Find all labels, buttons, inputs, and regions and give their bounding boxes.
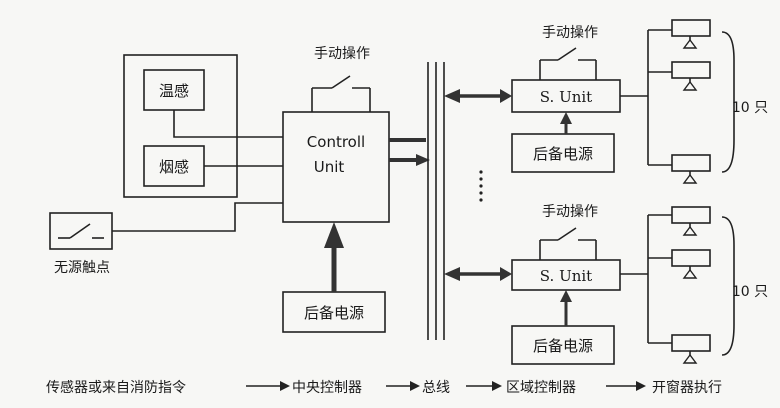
sunit-top-label: S. Unit (540, 88, 592, 106)
bus-sunit-top-arrow-left (444, 89, 460, 103)
count-top-label: 10 只 (732, 100, 768, 116)
controller-label-line1: Controll (307, 133, 365, 151)
manual-switch-main-blade (331, 75, 351, 89)
manual-op-main-label: 手动操作 (314, 46, 370, 62)
flow-step-central-controller: 中央控制器 (292, 380, 362, 396)
manual-switch-top-blade (557, 47, 577, 61)
manual-op-top-label: 手动操作 (542, 25, 598, 41)
flow-arrow-1-head (280, 381, 290, 391)
backup-power-top-box (511, 133, 615, 173)
controller-bus-arrow (416, 154, 430, 166)
sunit-bottom-label: S. Unit (540, 267, 592, 285)
bus-sunit-bottom-arrow-left (444, 267, 460, 281)
ellipsis-dot (479, 170, 483, 174)
actuator-bottom-brace (721, 216, 735, 356)
flow-step-sensor: 传感器或来自消防指令 (46, 379, 186, 396)
backup-power-top-arrow (560, 112, 572, 124)
passive-contact-switch-blade (69, 223, 91, 239)
sunit-bottom-box (511, 259, 621, 291)
ellipsis-dot (479, 191, 483, 195)
passive-contact-label: 无源触点 (54, 260, 110, 276)
backup-power-main-arrow (324, 222, 344, 248)
ellipsis-dot (479, 184, 483, 188)
temp-sensor-label: 温感 (159, 82, 189, 100)
window-actuator-icon (671, 61, 711, 91)
backup-power-main-box (282, 291, 386, 333)
manual-switch-bottom-blade (557, 227, 577, 241)
flow-step-window-opener: 开窗器执行 (652, 379, 722, 396)
backup-power-bottom-label: 后备电源 (533, 337, 593, 355)
backup-power-main-label: 后备电源 (304, 304, 364, 322)
backup-power-top-label: 后备电源 (533, 145, 593, 163)
flow-arrow-4-head (636, 381, 646, 391)
ellipsis-dot (479, 198, 483, 202)
flow-step-bus: 总线 (422, 380, 450, 396)
window-actuator-icon (671, 206, 711, 236)
backup-power-bottom-box (511, 325, 615, 365)
central-controller-box (282, 111, 390, 223)
bus-sunit-top-arrow-right (500, 89, 512, 103)
controller-label-line2: Unit (314, 158, 345, 176)
window-actuator-icon (671, 249, 711, 279)
flow-arrow-3-head (492, 381, 502, 391)
manual-op-bottom-label: 手动操作 (542, 204, 598, 220)
window-actuator-icon (671, 334, 711, 364)
smoke-sensor-box (143, 145, 205, 187)
flow-step-zone-controller: 区域控制器 (506, 380, 576, 396)
backup-power-bottom-arrow (560, 290, 572, 302)
smoke-sensor-label: 烟感 (159, 158, 189, 176)
count-bottom-label: 10 只 (732, 284, 768, 300)
ellipsis-dot (479, 177, 483, 181)
passive-contact-wire (112, 202, 283, 232)
flow-arrow-2-head (410, 381, 420, 391)
window-actuator-icon (671, 154, 711, 184)
temp-sensor-wire (173, 110, 283, 138)
bus-sunit-bottom-arrow-right (500, 267, 512, 281)
actuator-top-brace (721, 31, 735, 173)
window-actuator-icon (671, 19, 711, 49)
